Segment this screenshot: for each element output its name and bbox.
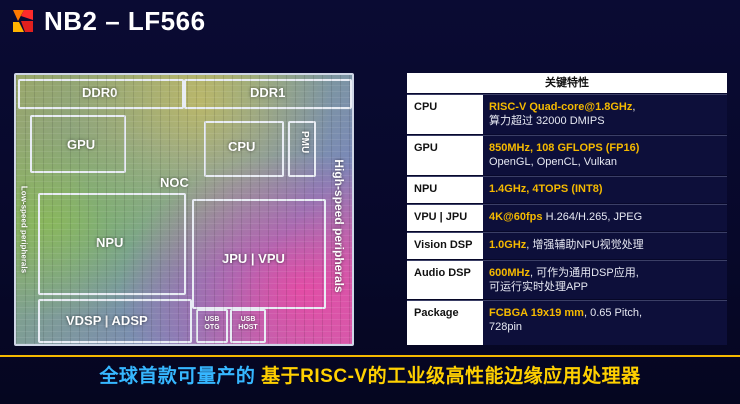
jpu-vpu-label: JPU | VPU: [222, 251, 285, 266]
bottom-banner: 全球首款可量产的 基于RISC-V的工业级高性能边缘应用处理器: [0, 361, 740, 388]
spec-value: 600MHz, 可作为通用DSP应用,可运行实时处理APP: [483, 261, 727, 299]
spec-row-audio-dsp: Audio DSP 600MHz, 可作为通用DSP应用,可运行实时处理APP: [407, 260, 727, 299]
banner-divider: [0, 355, 740, 357]
npu-label: NPU: [96, 235, 124, 250]
gpu-label: GPU: [67, 137, 96, 152]
spec-value: FCBGA 19x19 mm, 0.65 Pitch,728pin: [483, 301, 727, 345]
spec-row-package: Package FCBGA 19x19 mm, 0.65 Pitch,728pi…: [407, 300, 727, 345]
spec-value: 1.0GHz, 增强辅助NPU视觉处理: [483, 233, 727, 259]
spec-key: VPU | JPU: [407, 205, 483, 231]
page-title: NB2 – LF566: [44, 6, 206, 36]
banner-part1: 全球首款可量产的: [99, 366, 256, 387]
jpu-vpu-block: [192, 199, 326, 309]
pmu-block: [288, 121, 316, 177]
low-speed-peripherals-label: Low-speed peripherals: [19, 185, 29, 274]
noc-label: NOC: [160, 175, 189, 190]
gpu-block: [30, 115, 126, 173]
spec-key: Audio DSP: [407, 261, 483, 299]
logo-icon: [13, 10, 33, 32]
high-speed-peripherals-label: High-speed peripherals: [332, 159, 346, 293]
spec-row-vpu-jpu: VPU | JPU 4K@60fps H.264/H.265, JPEG: [407, 204, 727, 231]
vdsp-adsp-label: VDSP | ADSP: [66, 313, 148, 328]
spec-value: 850MHz, 108 GFLOPS (FP16)OpenGL, OpenCL,…: [483, 136, 727, 175]
npu-block: [38, 193, 186, 295]
spec-value: 4K@60fps H.264/H.265, JPEG: [483, 205, 727, 231]
ddr1-label: DDR1: [250, 85, 286, 100]
pmu-label: PMU: [299, 131, 310, 154]
spec-key: GPU: [407, 136, 483, 175]
spec-row-vision-dsp: Vision DSP 1.0GHz, 增强辅助NPU视觉处理: [407, 232, 727, 259]
usb-otg-block: [196, 309, 228, 343]
vdsp-adsp-block: [38, 299, 192, 343]
spec-key: Package: [407, 301, 483, 345]
banner-part2: 基于RISC-V的工业级高性能边缘应用处理器: [255, 366, 641, 387]
spec-value: 1.4GHz, 4TOPS (INT8): [483, 177, 727, 203]
chip-die-diagram: DDR0 DDR1 GPU CPU PMU NOC NPU JPU | VPU …: [14, 73, 354, 346]
cpu-block: [204, 121, 284, 177]
spec-key: CPU: [407, 95, 483, 134]
spec-row-gpu: GPU 850MHz, 108 GFLOPS (FP16)OpenGL, Ope…: [407, 135, 727, 175]
usb-host-block: [230, 309, 266, 343]
cpu-label: CPU: [228, 139, 256, 154]
spec-row-cpu: CPU RISC-V Quad-core@1.8GHz,算力超过 32000 D…: [407, 94, 727, 134]
spec-row-npu: NPU 1.4GHz, 4TOPS (INT8): [407, 176, 727, 203]
ddr0-block: [18, 79, 184, 109]
spec-value: RISC-V Quad-core@1.8GHz,算力超过 32000 DMIPS: [483, 95, 727, 134]
spec-key: Vision DSP: [407, 233, 483, 259]
spec-table-header: 关键特性: [407, 73, 727, 93]
spec-key: NPU: [407, 177, 483, 203]
ddr0-label: DDR0: [82, 85, 118, 100]
ddr1-block: [184, 79, 352, 109]
